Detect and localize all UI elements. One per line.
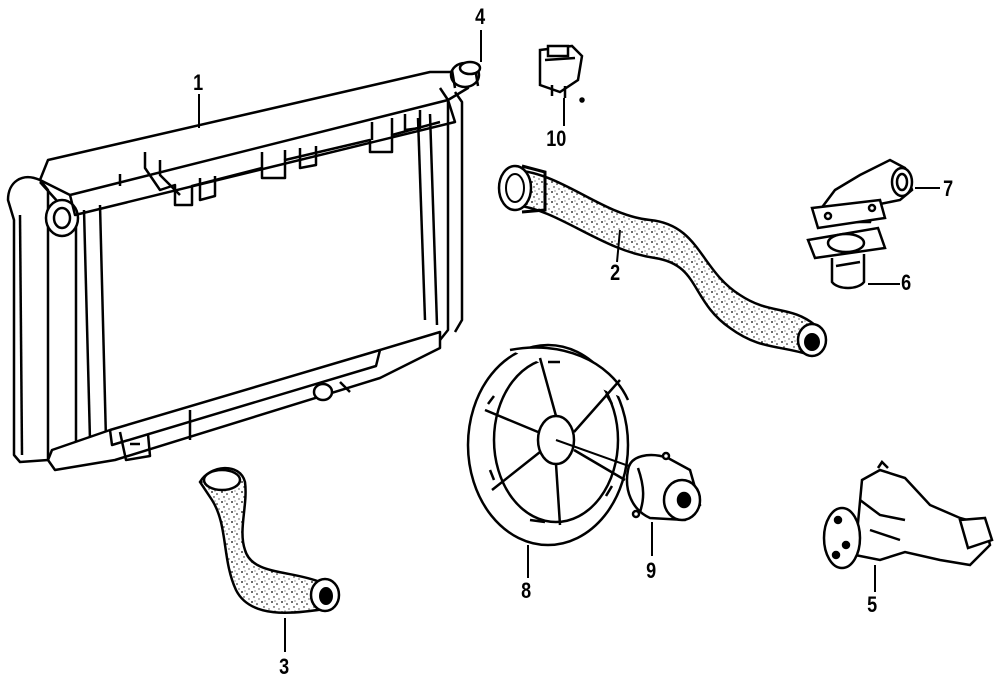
callout-fan-clutch: 9: [646, 558, 657, 583]
callout-thermostat: 6: [901, 270, 912, 295]
callout-lower-hose: 3: [279, 654, 290, 679]
radiator: [6, 60, 482, 472]
callout-upper-hose: 2: [610, 260, 621, 285]
lower-hose: [198, 466, 341, 615]
fan: [466, 343, 641, 547]
callout-water-pump: 5: [867, 592, 878, 617]
callout-radiator-cap: 4: [475, 4, 486, 29]
callout-radiator: 1: [193, 70, 204, 95]
thermostat: [806, 226, 887, 290]
sensor: [538, 44, 585, 103]
leader-lines: [198, 30, 940, 652]
callout-sensor: 10: [546, 126, 567, 151]
thermostat-housing: [810, 158, 914, 230]
upper-hose: [497, 164, 828, 358]
fan-clutch: [625, 451, 702, 522]
water-pump: [822, 460, 994, 570]
callout-fan: 8: [521, 578, 532, 603]
callout-thermostat-housing: 7: [943, 176, 954, 201]
